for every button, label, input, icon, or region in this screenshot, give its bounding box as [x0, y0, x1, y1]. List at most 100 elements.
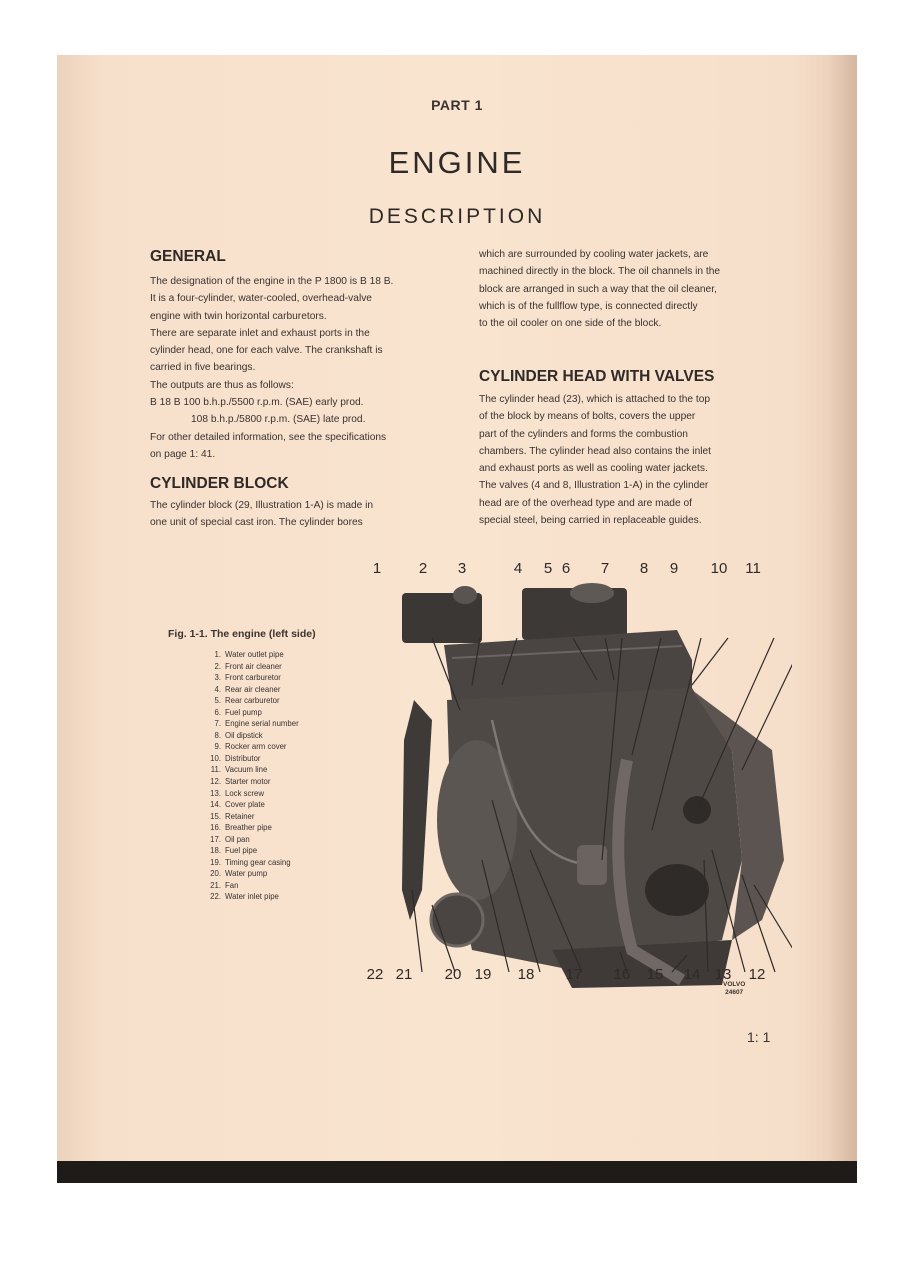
callout-1: 1 — [372, 560, 382, 577]
breather-pipe-shape — [612, 758, 686, 986]
text-line: cylinder head, one for each valve. The c… — [150, 345, 383, 357]
text-line: of the block by means of bolts, covers t… — [479, 411, 696, 423]
legend-item: 14.Cover plate — [210, 800, 265, 810]
legend-item: 15.Retainer — [210, 811, 255, 821]
legend-item: 6.Fuel pump — [214, 707, 262, 717]
legend-item: 22.Water inlet pipe — [210, 892, 279, 902]
callout-22: 22 — [366, 966, 384, 983]
legend-item: 3.Front carburetor — [214, 673, 281, 683]
figure-caption: Fig. 1-1. The engine (left side) — [168, 628, 316, 640]
callout-12: 12 — [748, 966, 766, 983]
text-line: The outputs are thus as follows: — [150, 379, 294, 391]
text-line: engine with twin horizontal carburetors. — [150, 310, 327, 322]
text-line: The designation of the engine in the P 1… — [150, 276, 394, 287]
page-title: ENGINE — [388, 145, 526, 180]
page-edge-shadow — [827, 55, 857, 1161]
legend-item: 5.Rear carburetor — [214, 696, 280, 706]
starter-motor-shape — [645, 864, 709, 916]
page-number: 1: 1 — [747, 1029, 771, 1045]
legend-item: 16.Breather pipe — [210, 823, 272, 833]
text-line: and exhaust ports as well as cooling wat… — [479, 463, 708, 475]
text-line: 108 b.h.p./5800 r.p.m. (SAE) late prod. — [191, 414, 366, 426]
text-line: For other detailed information, see the … — [150, 431, 387, 443]
legend-item: 20.Water pump — [210, 869, 268, 879]
volvo-mark-brand: VOLVO — [723, 981, 746, 988]
fuel-pipe-shape — [490, 719, 593, 867]
text-line: special steel, being carried in replacea… — [479, 515, 702, 527]
engine-photo-shapes — [402, 583, 784, 988]
leader-lines — [411, 637, 792, 973]
text-line: which are surrounded by cooling water ja… — [479, 249, 709, 260]
legend-item: 12.Starter motor — [210, 777, 271, 787]
volvo-mark-number: 24607 — [725, 989, 744, 996]
legend-item: 8.Oil dipstick — [214, 730, 263, 740]
text-line: block are arranged in such a way that th… — [479, 283, 717, 295]
callout-21: 21 — [395, 966, 413, 983]
legend-item: 18.Fuel pipe — [210, 846, 258, 856]
bellhousing-shape — [692, 690, 784, 940]
crank-pulley-shape — [429, 892, 485, 948]
text-line: The valves (4 and 8, Illustration 1-A) i… — [479, 480, 709, 492]
fuel-pump-shape — [577, 845, 607, 885]
scan-bottom-edge — [57, 1161, 857, 1183]
legend-item: 2.Front air cleaner — [214, 661, 282, 671]
callout-3: 3 — [457, 560, 467, 577]
callout-13: 13 — [714, 966, 732, 983]
text-line: carried in five bearings. — [150, 362, 256, 374]
callout-11: 11 — [745, 560, 761, 577]
callout-7: 7 — [600, 560, 610, 577]
callout-20: 20 — [444, 966, 462, 983]
callout-9: 9 — [669, 560, 679, 577]
legend-item: 10.Distributor — [210, 753, 261, 763]
engine-illustration — [402, 583, 792, 988]
text-line: machined directly in the block. The oil … — [479, 266, 721, 278]
text-line: one unit of special cast iron. The cylin… — [150, 517, 363, 529]
general-paragraph: The designation of the engine in the P 1… — [150, 273, 446, 463]
callout-15: 15 — [646, 966, 664, 983]
text-line: The cylinder head (23), which is attache… — [479, 394, 711, 405]
legend-item: 21.Fan — [210, 880, 239, 890]
callout-6: 6 — [561, 560, 571, 577]
callout-14: 14 — [683, 966, 701, 983]
continuation-paragraph: which are surrounded by cooling water ja… — [479, 246, 775, 332]
text-line: B 18 B 100 b.h.p./5500 r.p.m. (SAE) earl… — [150, 397, 364, 409]
legend-item: 9.Rocker arm cover — [214, 742, 287, 752]
cylinder-head-heading: CYLINDER HEAD WITH VALVES — [479, 368, 715, 385]
callout-5: 5 — [543, 560, 553, 577]
callout-19: 19 — [474, 966, 492, 983]
figure-legend: 1.Water outlet pipe 2.Front air cleaner … — [197, 649, 299, 903]
fan-blade-shape — [402, 700, 432, 920]
text-line: part of the cylinders and forms the comb… — [479, 428, 688, 440]
legend-item: 19.Timing gear casing — [210, 857, 291, 867]
text-line: which is of the fullflow type, is connec… — [479, 300, 698, 312]
cylinder-block-paragraph: The cylinder block (29, Illustration 1-A… — [150, 497, 446, 532]
page-subtitle: DESCRIPTION — [368, 205, 546, 228]
callout-10: 10 — [710, 560, 728, 577]
volvo-image-mark: VOLVO 24607 — [723, 981, 745, 997]
cylinder-head-paragraph: The cylinder head (23), which is attache… — [479, 391, 775, 529]
text-line: head are of the overhead type and are ma… — [479, 497, 692, 509]
callout-16: 16 — [613, 966, 631, 983]
legend-item: 7.Engine serial number — [214, 719, 299, 729]
rocker-arm-cover-shape — [444, 630, 692, 700]
legend-item: 4.Rear air cleaner — [214, 684, 281, 694]
callout-2: 2 — [418, 560, 428, 577]
legend-item: 1.Water outlet pipe — [214, 650, 284, 659]
callout-18: 18 — [517, 966, 535, 983]
legend-item: 17.Oil pan — [210, 834, 250, 844]
legend-item: 11.Vacuum line — [210, 765, 268, 775]
manual-page: PART 1 ENGINE DESCRIPTION GENERAL The de… — [57, 55, 857, 1183]
text-line: chambers. The cylinder head also contain… — [479, 445, 711, 457]
callout-4: 4 — [513, 560, 523, 577]
callout-17: 17 — [565, 966, 583, 983]
front-carburetor-shape — [453, 586, 477, 604]
text-line: The cylinder block (29, Illustration 1-A… — [150, 500, 374, 511]
text-line: It is a four-cylinder, water-cooled, ove… — [150, 293, 372, 305]
rear-carburetor-shape — [570, 583, 614, 603]
timing-cover-shape — [437, 740, 517, 900]
front-air-cleaner-shape — [402, 593, 482, 643]
cylinder-block-heading: CYLINDER BLOCK — [150, 475, 289, 492]
text-line: to the oil cooler on one side of the blo… — [479, 318, 662, 330]
text-line: on page 1: 41. — [150, 448, 216, 460]
oil-pan-shape — [552, 940, 732, 988]
